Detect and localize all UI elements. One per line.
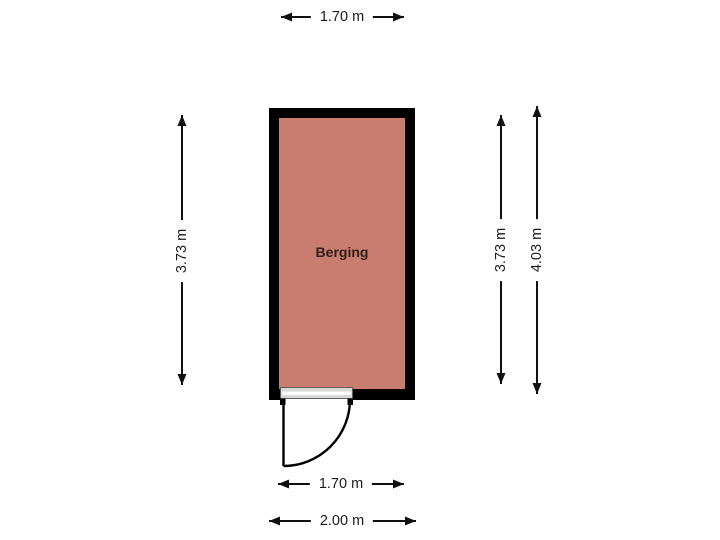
arrowhead-down-icon xyxy=(177,374,187,385)
arrowhead-right-icon xyxy=(393,12,404,22)
dimension-label-bottom-inner-width: 1.70 m xyxy=(309,470,373,498)
arrowhead-up-icon xyxy=(177,115,187,126)
arrowhead-right-icon xyxy=(405,516,416,526)
door-threshold-stripe xyxy=(282,391,351,395)
door-swing-arc xyxy=(283,399,352,468)
dimension-label-right-inner-height: 3.73 m xyxy=(487,218,515,282)
dimension-label-left-height: 3.73 m xyxy=(168,219,196,283)
arrowhead-down-icon xyxy=(496,373,506,384)
arrowhead-up-icon xyxy=(532,106,542,117)
dimension-label-bottom-outer-width: 2.00 m xyxy=(310,507,374,535)
dimension-label-top-width: 1.70 m xyxy=(310,3,374,31)
arrowhead-left-icon xyxy=(281,12,292,22)
arrowhead-up-icon xyxy=(496,115,506,126)
dimension-label-right-outer-height: 4.03 m xyxy=(523,218,551,282)
room-floor xyxy=(279,118,405,389)
arrowhead-left-icon xyxy=(278,479,289,489)
arrowhead-right-icon xyxy=(393,479,404,489)
arrowhead-down-icon xyxy=(532,383,542,394)
arrowhead-left-icon xyxy=(269,516,280,526)
room-name-label: Berging xyxy=(315,244,369,260)
